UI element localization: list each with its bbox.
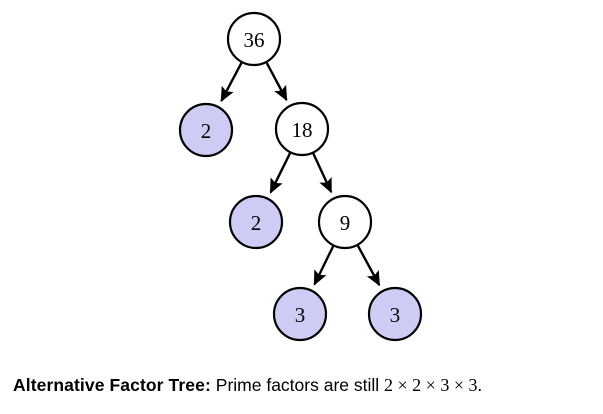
node-label: 18	[292, 118, 313, 142]
node-circle	[228, 194, 284, 250]
node-circle	[272, 286, 328, 342]
tree-node-3-prime[interactable]: 3	[272, 286, 328, 342]
tree-node-18-composite[interactable]: 18	[274, 101, 330, 157]
tree-edge-n18-to-n2b	[269, 152, 292, 194]
node-label: 2	[251, 211, 262, 235]
node-circle	[226, 11, 282, 67]
tree-edge-n18-to-n9	[312, 153, 333, 194]
node-label: 3	[390, 303, 401, 327]
tree-edge-n36-to-n2a	[220, 62, 243, 103]
node-label: 9	[340, 211, 351, 235]
node-circle	[317, 194, 373, 250]
node-label: 3	[295, 303, 306, 327]
tree-node-36-composite[interactable]: 36	[226, 11, 282, 67]
tree-node-3-prime[interactable]: 3	[367, 286, 423, 342]
caption-body-label: Prime factors are still	[215, 375, 380, 395]
node-circle	[178, 102, 234, 158]
caption-lead-label: Alternative Factor Tree:	[13, 375, 211, 395]
edges-layer	[220, 62, 381, 287]
tree-node-2-prime[interactable]: 2	[228, 194, 284, 250]
tree-edge-n9-to-n3a	[313, 245, 335, 286]
node-label: 36	[244, 28, 265, 52]
node-circle	[274, 101, 330, 157]
factor-tree-graphic: 36 2 18 2 9 3 3	[178, 11, 423, 342]
caption-math-expression: 2 × 2 × 3 × 3.	[384, 375, 482, 395]
node-circle	[367, 286, 423, 342]
node-label: 2	[201, 119, 212, 143]
nodes-layer: 36 2 18 2 9 3 3	[178, 11, 423, 342]
tree-edge-n9-to-n3b	[356, 245, 381, 287]
tree-node-9-composite[interactable]: 9	[317, 194, 373, 250]
tree-edge-n36-to-n18	[265, 62, 288, 102]
figure-caption: Alternative Factor Tree: Prime factors a…	[13, 374, 593, 397]
tree-node-2-prime[interactable]: 2	[178, 102, 234, 158]
